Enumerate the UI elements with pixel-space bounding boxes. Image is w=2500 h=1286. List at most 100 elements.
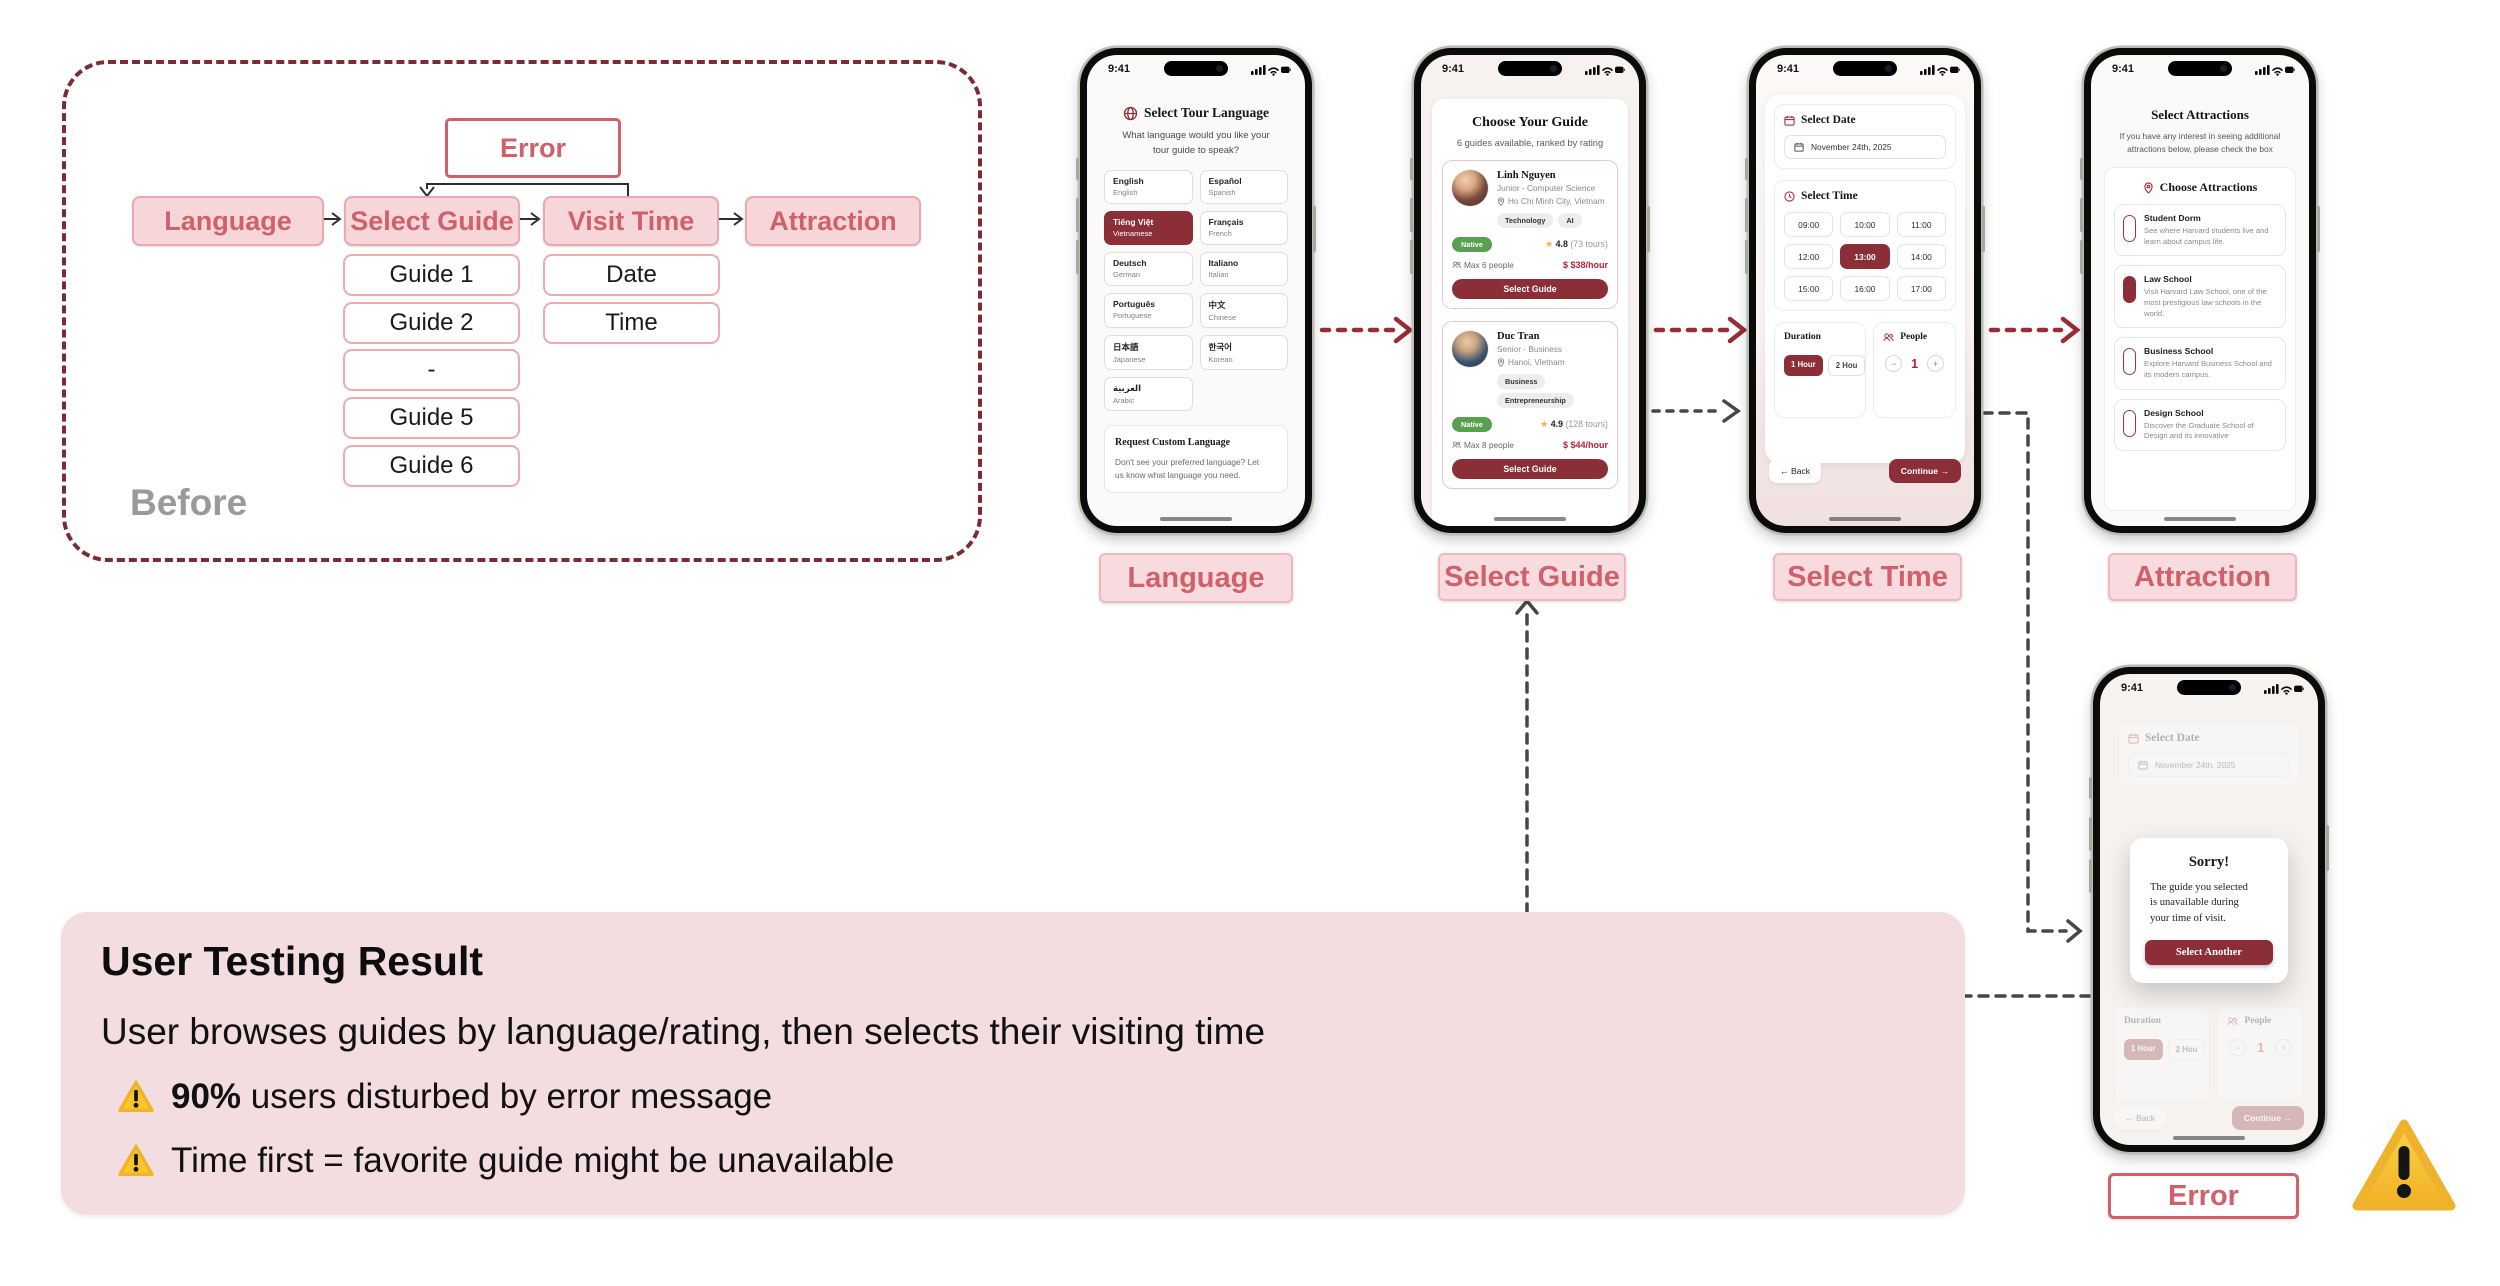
time-card-header: Select Time (1784, 190, 1946, 202)
camera-icon (2229, 684, 2236, 691)
checkbox-unchecked[interactable] (2123, 215, 2136, 243)
time-slot-1400[interactable]: 14:00 (1896, 244, 1946, 269)
duration-1hour-selected[interactable]: 1 Hour (1784, 355, 1823, 376)
status-time: 9:41 (1108, 63, 1131, 75)
guide-rating: ★ 4.8 (73 tours) (1545, 239, 1608, 250)
language-tile-korean[interactable]: 한국어 Korean (1199, 335, 1288, 371)
guide-info: Duc Tran Senior - Business Hanoi, Vietna… (1497, 331, 1565, 367)
attraction-item-law-school[interactable]: Law School Visit Harvard Law School, one… (2114, 265, 2286, 329)
minus-button[interactable]: − (1885, 355, 1903, 372)
attractions-screen: 9:41 Select Attractions If you have any … (2091, 55, 2309, 526)
attraction-desc: Explore Harvard Business School and its … (2144, 359, 2272, 379)
back-button[interactable]: ← Back (1769, 459, 1822, 483)
guide-avatar (1452, 331, 1488, 367)
time-slot-1700[interactable]: 17:00 (1896, 276, 1946, 301)
status-bar: 9:41 (1756, 55, 1974, 81)
date-input[interactable]: November 24th, 2025 (1784, 135, 1946, 159)
volume-down-button (1410, 240, 1413, 274)
home-indicator (1160, 517, 1232, 521)
language-tile-vietnamese-selected[interactable]: Tiếng Việt Vietnamese (1104, 211, 1193, 246)
attraction-item-student-dorm[interactable]: Student Dorm See where Harvard students … (2114, 204, 2286, 257)
guide-header: Duc Tran Senior - Business Hanoi, Vietna… (1452, 331, 1608, 367)
language-tile-french[interactable]: Français French (1199, 211, 1288, 246)
time-slot-1100[interactable]: 11:00 (1896, 212, 1946, 237)
time-card-title: Select Time (1801, 190, 1858, 202)
language-tile-italian[interactable]: Italiano Italian (1199, 252, 1288, 287)
guide-card-linh-nguyen[interactable]: Linh Nguyen Junior - Computer Science Ho… (1442, 160, 1618, 309)
select-guide-button[interactable]: Select Guide (1452, 279, 1608, 299)
calendar-icon (1794, 142, 1804, 152)
bullet-text: Time first = favorite guide might be una… (171, 1141, 895, 1180)
power-button (2326, 825, 2329, 871)
phase-label-text: Attraction (2134, 560, 2271, 593)
select-guide-button[interactable]: Select Guide (1452, 459, 1608, 479)
guide-screen: 9:41 Choose Your Guide 6 guides availabl… (1421, 55, 1639, 526)
dynamic-island (2177, 680, 2241, 695)
volume-up-button (2080, 198, 2083, 232)
plus-button[interactable]: + (1927, 355, 1944, 372)
continue-arrow-icon: → (2283, 1113, 2292, 1123)
before-guide-option-1: Guide 1 (343, 254, 520, 296)
language-tile-german[interactable]: Deutsch German (1104, 252, 1193, 287)
time-slot-1000[interactable]: 10:00 (1840, 212, 1890, 237)
time-slot-0900[interactable]: 09:00 (1784, 212, 1834, 237)
people-header: People (1883, 332, 1946, 342)
guide-avatar (1452, 170, 1488, 206)
time-slot-1200[interactable]: 12:00 (1784, 244, 1834, 269)
capacity-text: Max 6 people (1464, 260, 1514, 270)
volume-down-button (2080, 240, 2083, 274)
warning-triangle-icon (118, 1144, 154, 1177)
before-caption: Before (130, 482, 248, 523)
subtitle-line: If you have any interest in seeing addit… (2119, 131, 2281, 141)
calendar-icon (1784, 115, 1795, 126)
before-visit-option-time: Time (543, 302, 720, 344)
language-name: Español (1208, 176, 1242, 187)
choose-attractions-header: Choose Attractions (2114, 180, 2286, 195)
select-another-button[interactable]: Select Another (2145, 940, 2273, 966)
user-testing-bullet-1: 90% users disturbed by error message (117, 1077, 1925, 1117)
native-badge: Native (1452, 237, 1492, 252)
time-slot-1600[interactable]: 16:00 (1840, 276, 1890, 301)
request-custom-language-card[interactable]: Request Custom Language Don't see your p… (1104, 425, 1288, 494)
language-tile-arabic[interactable]: العربية Arabic (1104, 377, 1193, 412)
camera-icon (1885, 65, 1892, 72)
before-step-select-guide: Select Guide (344, 196, 520, 246)
attraction-item-design-school[interactable]: Design School Discover the Graduate Scho… (2114, 398, 2286, 451)
guide-tag: Technology (1497, 213, 1554, 228)
home-indicator (1494, 517, 1566, 521)
time-slot-1300-selected[interactable]: 13:00 (1840, 244, 1890, 269)
language-tile-japanese[interactable]: 日本語 Japanese (1104, 335, 1193, 371)
status-bar: 9:41 (2100, 674, 2318, 700)
time-slot-1500[interactable]: 15:00 (1784, 276, 1834, 301)
status-bar: 9:41 (1087, 55, 1305, 81)
status-icons (1920, 65, 1960, 76)
checkbox-unchecked[interactable] (2123, 348, 2136, 376)
language-tile-spanish[interactable]: Español Spanish (1199, 170, 1288, 205)
people-card: People − 1 + (2217, 1006, 2304, 1102)
guide-location: Ho Chi Minh City, Vietnam (1508, 196, 1605, 206)
duration-2hours[interactable]: 2 Hou (1827, 355, 1866, 376)
continue-button[interactable]: Continue → (1888, 459, 1961, 483)
before-guide-option-5: Guide 5 (343, 397, 520, 439)
tour-count: (73 tours) (1570, 239, 1608, 249)
status-time: 9:41 (1442, 63, 1465, 75)
language-tile-portuguese[interactable]: Português Portuguese (1104, 293, 1193, 329)
dimmed-background-content: Select Date November 24th, 2025 Duration… (2100, 722, 2318, 1130)
guide-option-label: Guide 1 (389, 261, 474, 288)
duration-title: Duration (1784, 332, 1821, 342)
language-tile-english[interactable]: English English (1104, 170, 1193, 205)
checkbox-unchecked[interactable] (2123, 409, 2136, 437)
attraction-text: Business School Explore Harvard Business… (2144, 346, 2277, 380)
dollar-icon: $ (1562, 260, 1568, 270)
date-value: November 24th, 2025 (2155, 760, 2236, 770)
before-guide-option-6: Guide 6 (343, 445, 520, 487)
error-screen: 9:41 Select Date (2100, 674, 2318, 1145)
guide-card-duc-tran[interactable]: Duc Tran Senior - Business Hanoi, Vietna… (1442, 321, 1618, 489)
phone-select-guide: 9:41 Choose Your Guide 6 guides availabl… (1410, 48, 1650, 533)
attraction-item-business-school[interactable]: Business School Explore Harvard Business… (2114, 337, 2286, 390)
phone-attractions: 9:41 Select Attractions If you have any … (2080, 48, 2320, 533)
phase-label-text: Language (1127, 561, 1265, 594)
volume-down-button (2089, 859, 2092, 893)
checkbox-checked[interactable] (2123, 276, 2136, 304)
language-tile-chinese[interactable]: 中文 Chinese (1199, 293, 1288, 329)
